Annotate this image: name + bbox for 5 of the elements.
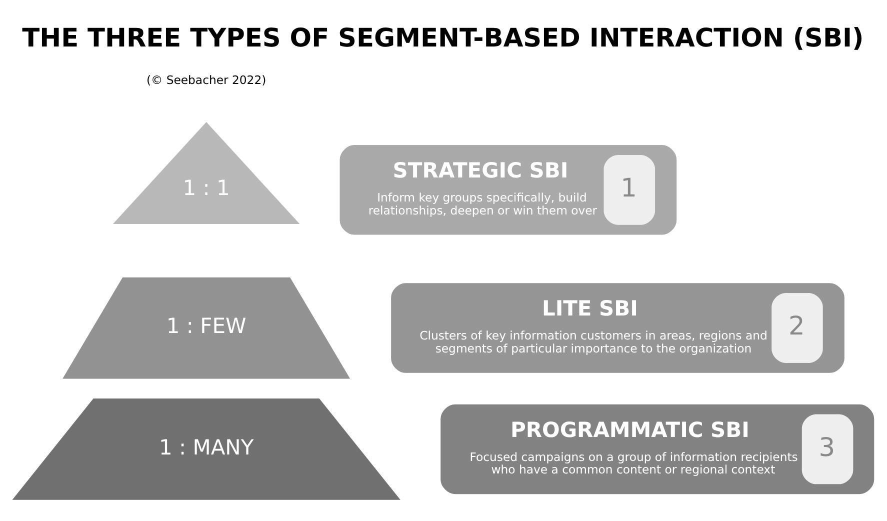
diagram-title: THE THREE TYPES OF SEGMENT-BASED INTERACTION (SBI) xyxy=(22,23,864,54)
label: (© Seebacher 2022) xyxy=(146,72,266,86)
node-box: LITE SBI Clusters of key information customers in areas, regions and segments of particular importance to the organization 2 xyxy=(391,282,844,372)
node-box: PROGRAMMATIC SBI Focused campaigns on a group of information recipients who have a common content or regional context 3 xyxy=(440,404,874,494)
node-box: STRATEGIC SBI Inform key groups specifically, build relationships, deepen or win them over 1 xyxy=(340,144,677,234)
